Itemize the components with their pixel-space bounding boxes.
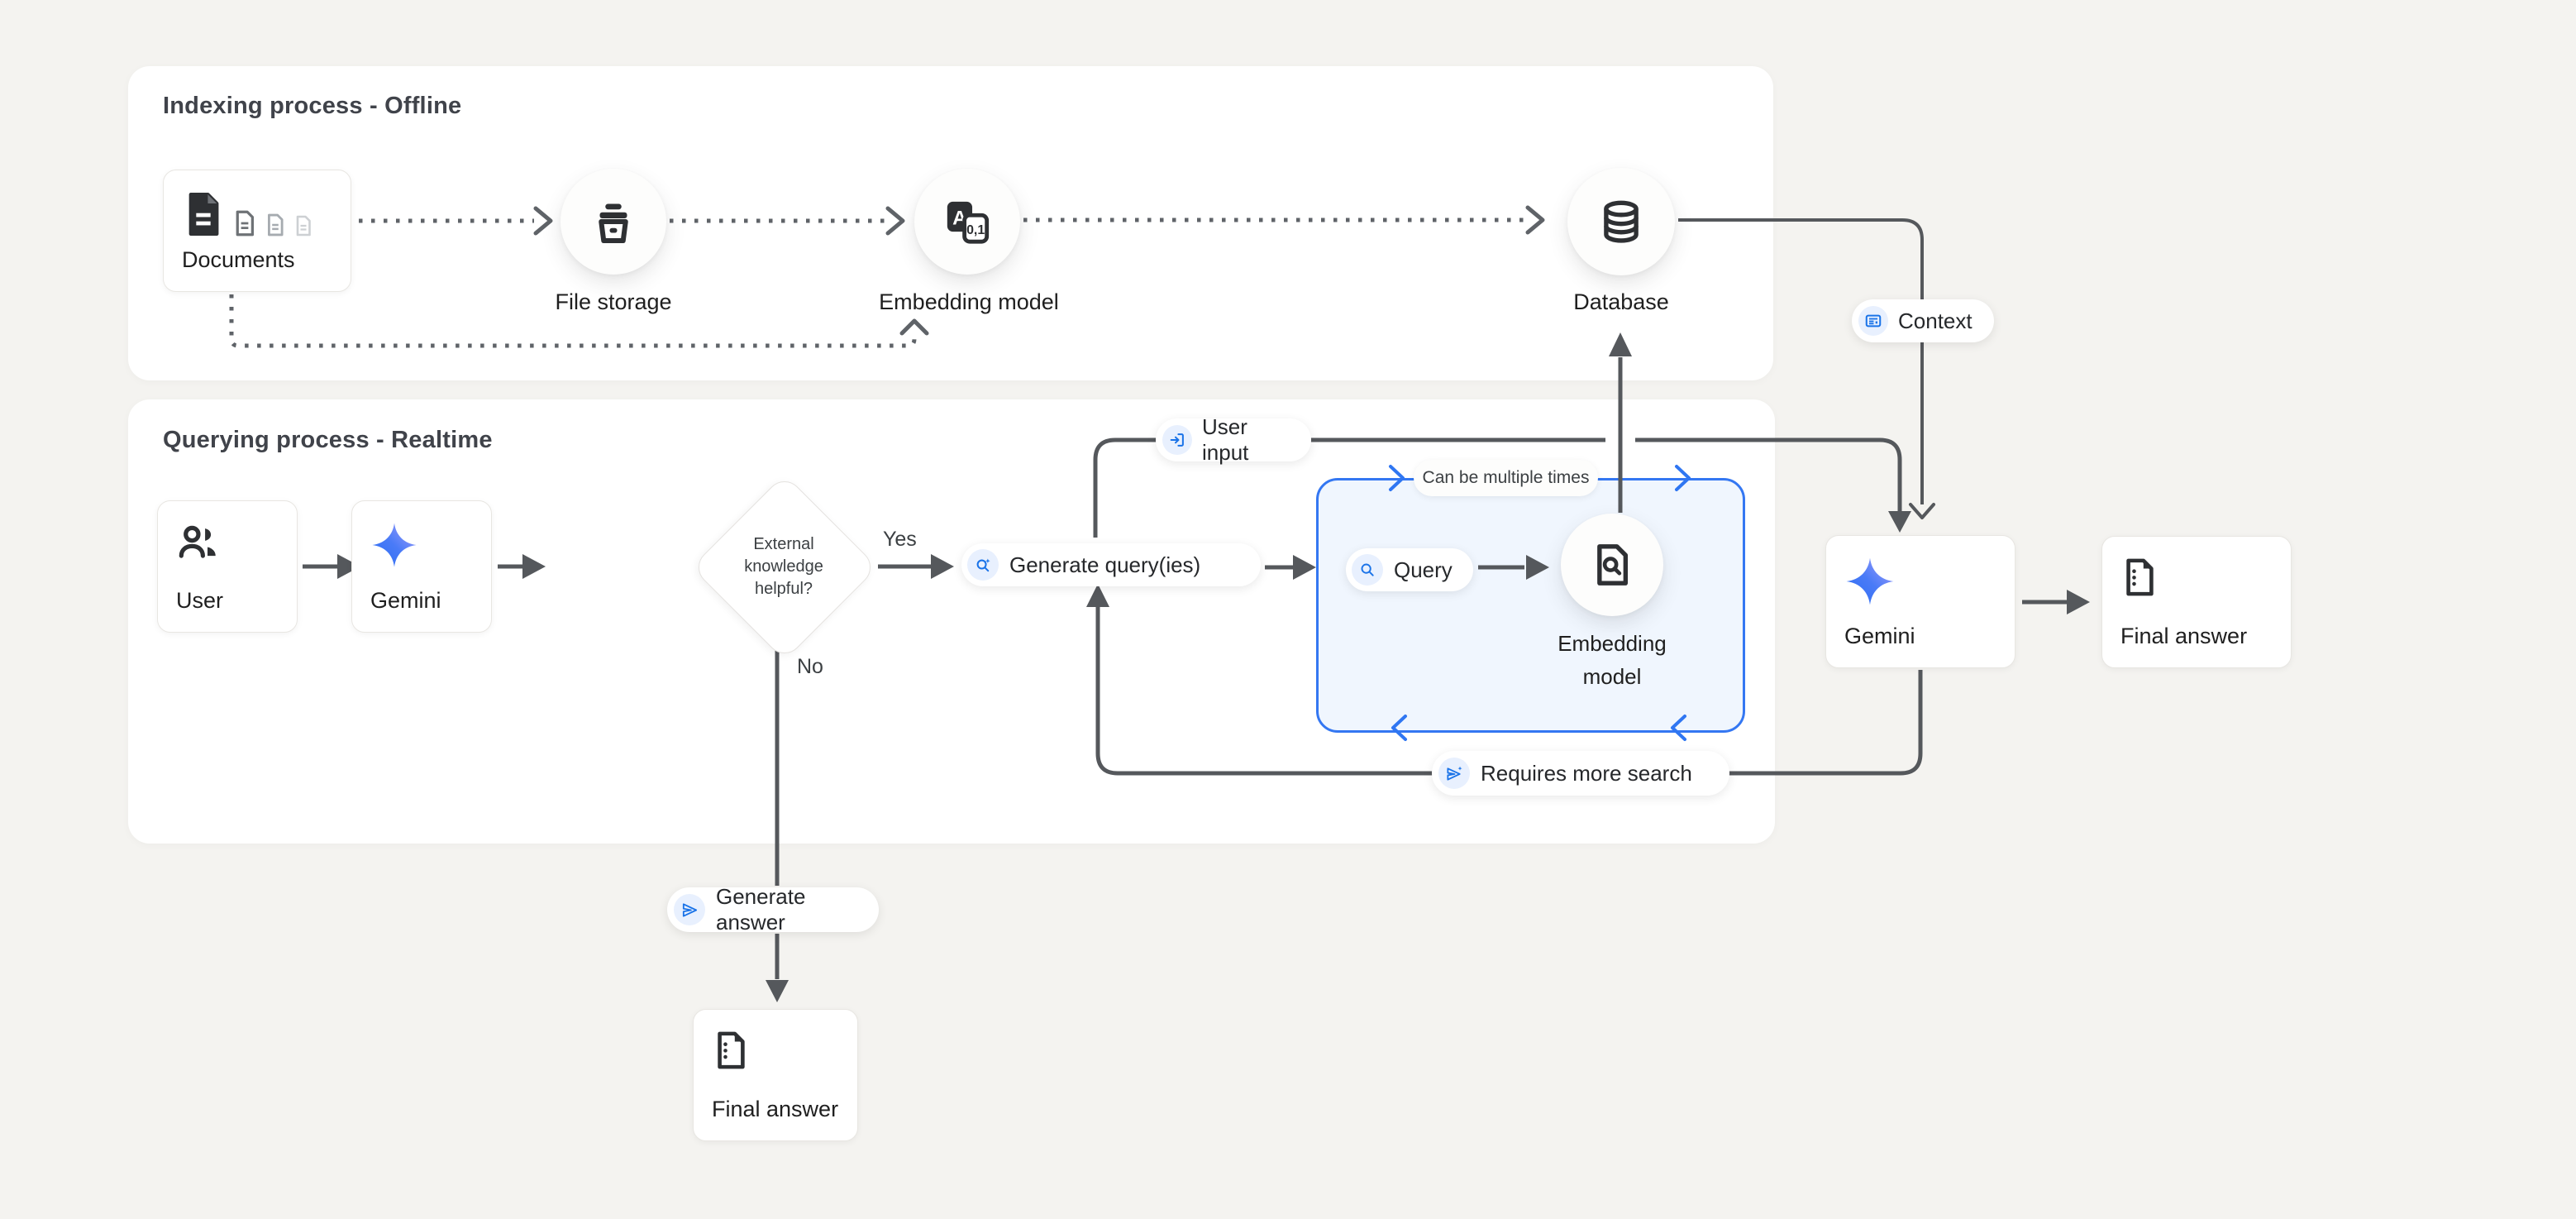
article-icon (1858, 306, 1888, 336)
database-node (1567, 168, 1675, 275)
file-search-icon (1597, 544, 1629, 586)
file-storage-node (561, 169, 666, 275)
querying-panel-title: Querying process - Realtime (163, 427, 493, 453)
final-answer-right-label: Final answer (2120, 624, 2248, 648)
gemini-right-node: Gemini (1825, 535, 2015, 668)
embedding-query-line-1: Embedding (1558, 631, 1667, 656)
embedding-model-query-node (1561, 514, 1663, 616)
embedding-model-node: A 0,1 (914, 169, 1020, 275)
query-pill: Query (1346, 548, 1473, 591)
gemini-left-node: Gemini (351, 500, 492, 633)
summary-document-icon (718, 1031, 745, 1069)
decision-line-1: External (753, 535, 814, 553)
login-icon (1162, 425, 1192, 455)
bucket-icon (599, 203, 628, 243)
generate-answer-pill: Generate answer (667, 884, 879, 935)
embedding-query-line-2: model (1582, 664, 1642, 689)
requires-more-search-pill: Requires more search (1432, 751, 1729, 796)
generate-queries-pill: Generate query(ies) (961, 543, 1261, 586)
indexing-panel-title: Indexing process - Offline (163, 93, 462, 119)
document-icon (188, 193, 219, 237)
loop-note-pill: Can be multiple times (1414, 460, 1598, 496)
send-icon (674, 894, 705, 925)
final-answer-bottom-node: Final answer (693, 1009, 858, 1141)
documents-icons (182, 190, 332, 238)
gemini-star-icon (372, 523, 417, 567)
arrowhead-chevron-down (1909, 503, 1935, 519)
documents-label: Documents (182, 247, 295, 272)
database-label: Database (1573, 289, 1669, 314)
document-icon (236, 210, 254, 237)
query-label: Query (1394, 557, 1453, 582)
decision-line-3: helpful? (754, 580, 813, 598)
decision-line-2: knowledge (744, 557, 823, 576)
search-spark-icon (967, 549, 999, 581)
embedding-model-label: Embedding model (879, 289, 1059, 314)
requires-more-search-label: Requires more search (1481, 760, 1692, 786)
final-answer-bottom-label: Final answer (712, 1097, 839, 1121)
file-storage-label: File storage (555, 289, 672, 314)
gemini-right-label: Gemini (1844, 624, 1915, 648)
context-label: Context (1898, 308, 1973, 333)
svg-text:0,1: 0,1 (966, 223, 985, 237)
document-icon (268, 213, 284, 237)
embedding-model-query-label: Embedding model (1509, 627, 1715, 693)
gemini-star-icon (1846, 557, 1894, 605)
context-pill: Context (1852, 299, 1994, 342)
send-spark-icon (1438, 758, 1470, 789)
search-icon (1352, 554, 1383, 586)
generate-answer-label: Generate answer (716, 884, 806, 935)
text-to-vector-icon: A 0,1 (947, 201, 990, 244)
user-label: User (176, 588, 224, 613)
retrieval-loop-box (1316, 478, 1745, 733)
documents-node: Documents (163, 170, 351, 292)
document-icon (296, 215, 311, 237)
summary-document-icon (2126, 558, 2154, 596)
no-label: No (797, 655, 823, 678)
decision-text: External knowledge helpful? (701, 533, 866, 600)
user-input-label: User input (1202, 414, 1249, 465)
gemini-left-label: Gemini (370, 588, 441, 613)
users-icon (179, 525, 216, 558)
user-input-pill: User input (1156, 414, 1311, 465)
user-node: User (157, 500, 298, 633)
yes-label: Yes (883, 528, 917, 551)
final-answer-right-node: Final answer (2101, 536, 2292, 668)
generate-queries-label: Generate query(ies) (1009, 552, 1201, 577)
database-icon (1604, 200, 1639, 243)
